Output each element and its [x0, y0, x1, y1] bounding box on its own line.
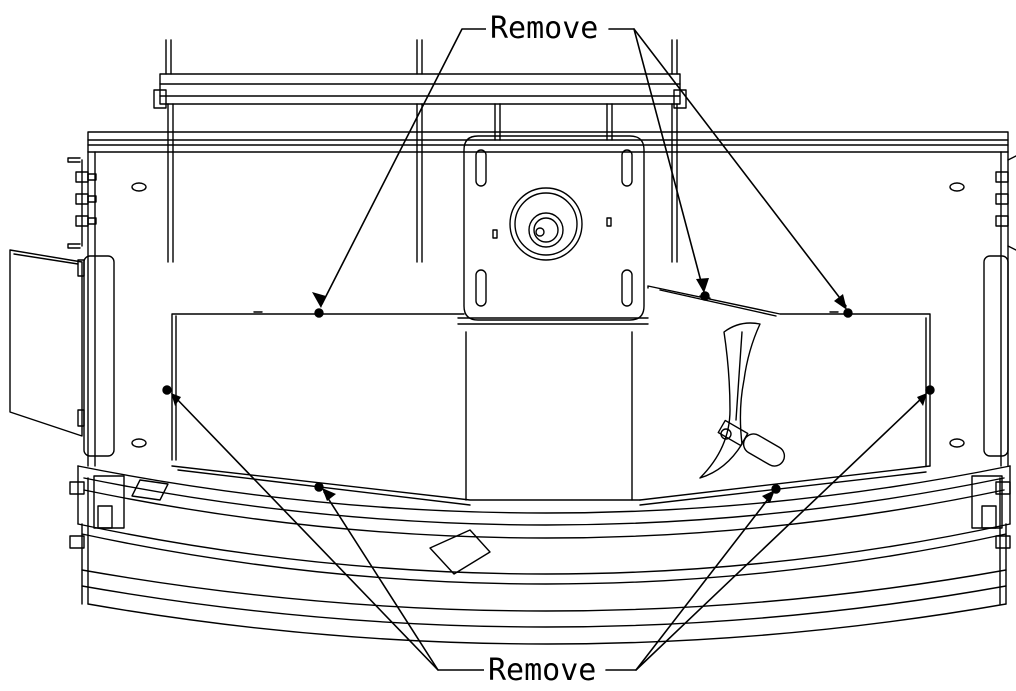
left-deflector-door: [9, 249, 115, 457]
left-bolt-cluster: [67, 157, 97, 249]
center-mount-plate: [457, 135, 649, 325]
remove-callout-top: Remove: [486, 14, 603, 44]
remove-fastener: [314, 482, 324, 492]
front-bumper: [69, 465, 1011, 645]
remove-fastener: [162, 385, 172, 395]
hitch-frame: [153, 39, 687, 263]
deck-body: [87, 131, 1009, 467]
removable-hardware: [162, 291, 935, 494]
blade: [699, 322, 786, 479]
remove-callout-bottom: Remove: [484, 656, 601, 686]
callout-arrowheads: [171, 278, 927, 503]
remove-fastener: [314, 308, 324, 318]
right-side-panel: [983, 255, 1009, 457]
callout-leaders: [173, 28, 925, 671]
belt-cover-left: [171, 311, 641, 506]
remove-fastener: [843, 308, 853, 318]
remove-fastener: [700, 291, 710, 301]
right-bolt-cluster: [995, 155, 1016, 251]
remove-fastener: [925, 385, 935, 395]
belt-cover-right: [631, 285, 931, 506]
